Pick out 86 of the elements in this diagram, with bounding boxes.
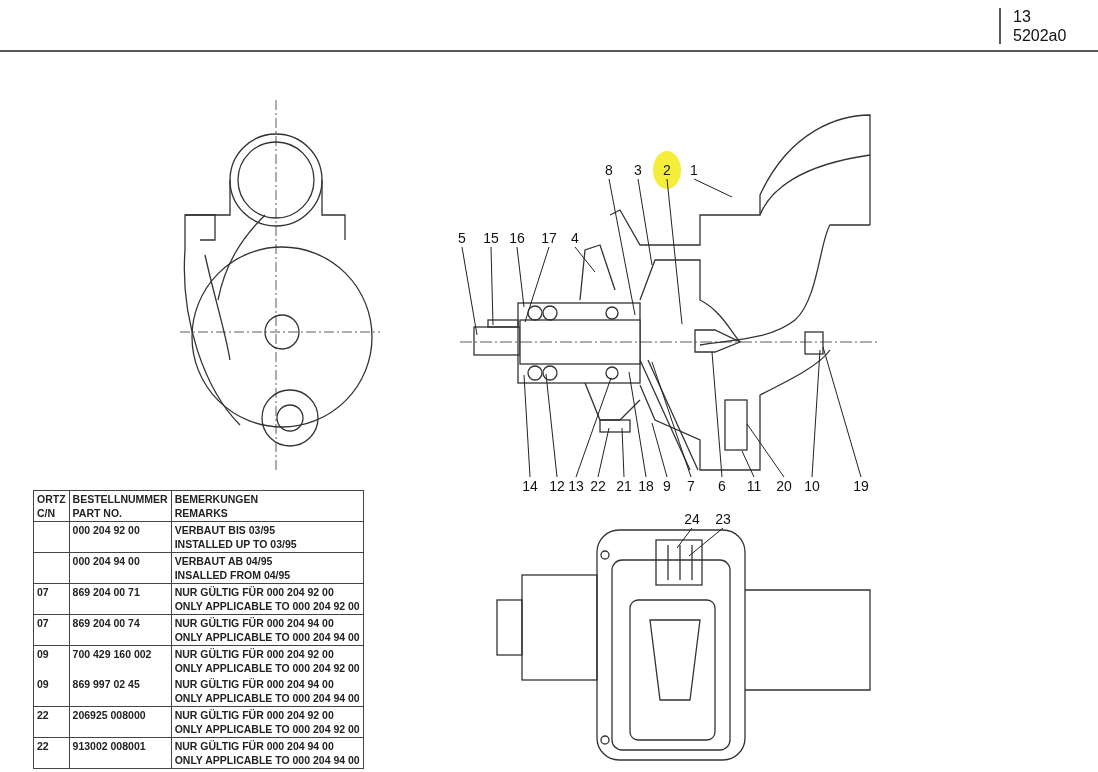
remark-text: NUR GÜLTIG FÜR 000 204 92 00 [174,585,335,599]
callout-number: 17 [538,229,560,247]
position-code: 09 [37,647,50,661]
remark-text: ONLY APPLICABLE TO 000 204 94 00 [174,753,360,767]
remark-text: ONLY APPLICABLE TO 000 204 92 00 [174,722,360,736]
position-code: 07 [37,616,50,630]
callout-number: 10 [801,477,823,495]
callout-number: 22 [587,477,609,495]
position-code: 22 [37,739,50,753]
callout-number: 16 [506,229,528,247]
remark-text: NUR GÜLTIG FÜR 000 204 94 00 [174,616,335,630]
leader-line [574,246,596,273]
part-number: 869 204 00 71 [72,585,141,599]
leader-line [461,246,478,336]
part-number: 700 429 160 002 [72,647,153,661]
remark-text: ONLY APPLICABLE TO 000 204 92 00 [174,661,360,675]
leader-line [822,346,862,478]
column-heading: BEMERKUNGEN [174,492,260,506]
position-code: 07 [37,585,50,599]
column-heading: PART NO. [72,506,123,520]
part-number: 869 997 02 45 [72,677,141,691]
part-number: 869 204 00 74 [72,616,141,630]
leader-line [575,377,612,478]
leader-line [597,427,610,478]
leader-line [523,374,531,478]
position-code: 22 [37,708,50,722]
leader-line [545,373,558,478]
position-code: 09 [37,677,50,691]
part-number: 000 204 94 00 [72,554,141,568]
leader-line [628,371,647,478]
callout-number: 5 [451,229,473,247]
remark-text: VERBAUT BIS 03/95 [174,523,277,537]
callout-number: 12 [546,477,568,495]
leader-line [676,527,693,549]
callout-number: 24 [681,510,703,528]
callout-number: 19 [850,477,872,495]
page-number: 13 [1013,7,1031,26]
leader-line [651,361,692,478]
callout-number: 2 [656,161,678,179]
leader-line [621,427,625,478]
callout-number: 23 [712,510,734,528]
callout-number: 3 [627,161,649,179]
leader-line [746,423,785,478]
callout-number: 11 [743,477,765,495]
leader-line [637,178,653,266]
part-number: 913002 008001 [72,739,147,753]
callout-number: 14 [519,477,541,495]
callout-number: 8 [598,161,620,179]
leader-line [711,351,723,478]
callout-number: 9 [656,477,678,495]
leader-line [516,246,525,308]
remark-text: INSTALLED UP TO 03/95 [174,537,298,551]
leader-line [524,246,550,323]
remark-text: NUR GÜLTIG FÜR 000 204 92 00 [174,647,335,661]
callout-number: 4 [564,229,586,247]
callout-number: 7 [680,477,702,495]
callout-number: 18 [635,477,657,495]
part-number: 206925 008000 [72,708,147,722]
leader-line [608,178,636,316]
remark-text: NUR GÜLTIG FÜR 000 204 92 00 [174,708,335,722]
remark-text: NUR GÜLTIG FÜR 000 204 94 00 [174,677,335,691]
remark-text: VERBAUT AB 04/95 [174,554,274,568]
drawing-number: 5202a0 [1013,26,1067,45]
column-heading: REMARKS [174,506,229,520]
remark-text: ONLY APPLICABLE TO 000 204 94 00 [174,691,360,705]
leader-line [666,178,683,325]
remark-text: INSALLED FROM 04/95 [174,568,292,582]
part-number: 000 204 92 00 [72,523,141,537]
leader-line [811,349,821,478]
leader-line [693,178,733,198]
callout-number: 6 [711,477,733,495]
remark-text: ONLY APPLICABLE TO 000 204 92 00 [174,599,360,613]
leader-line [688,527,724,557]
callout-number: 13 [565,477,587,495]
column-heading: BESTELLNUMMER [72,492,168,506]
callout-number: 1 [683,161,705,179]
callout-number: 21 [613,477,635,495]
callout-number: 15 [480,229,502,247]
remark-text: NUR GÜLTIG FÜR 000 204 94 00 [174,739,335,753]
callout-number: 20 [773,477,795,495]
remark-text: ONLY APPLICABLE TO 000 204 94 00 [174,630,360,644]
leader-line [490,246,494,326]
leader-line [741,450,755,478]
column-heading: ORTZ [37,492,66,506]
leader-line [651,422,668,478]
column-heading: C/N [37,506,57,520]
